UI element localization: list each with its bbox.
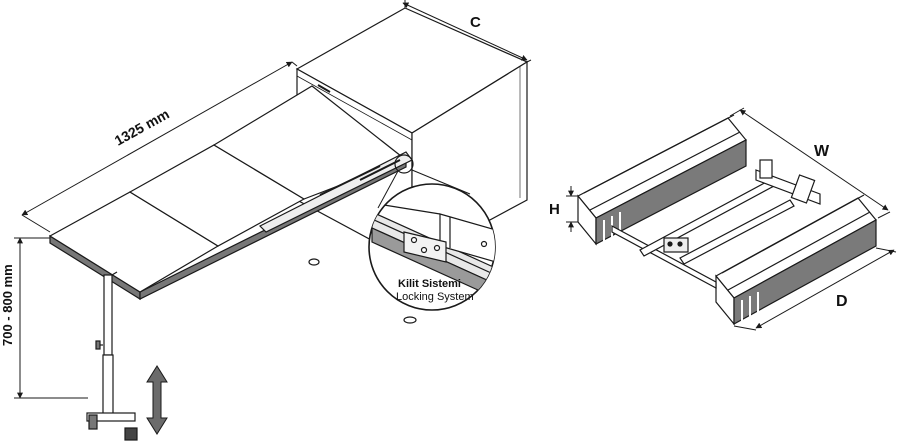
height-dimension [14,237,88,399]
height-range-label: 700 - 800 mm [0,264,15,346]
mechanism-rail-right [715,194,877,326]
double-arrow-vertical-icon [146,365,168,435]
mech-depth-dimension [733,247,897,331]
mech-depth-label: D [836,293,848,310]
mech-height-dimension [566,186,578,232]
cabinet-depth-label: C [470,14,481,31]
length-dimension [21,61,298,233]
mechanism-rail-left [577,114,747,246]
cabinet-depth-dimension [402,0,532,63]
lock-subtitle: Locking System [396,291,474,303]
lock-title: Kilit Sistemi [398,278,461,290]
mechanism [577,114,877,326]
mech-width-label: W [814,143,830,160]
table-leg [86,271,138,441]
mech-height-label: H [549,201,560,218]
length-label: 1325 mm [112,106,172,149]
mech-width-dimension [729,107,891,219]
